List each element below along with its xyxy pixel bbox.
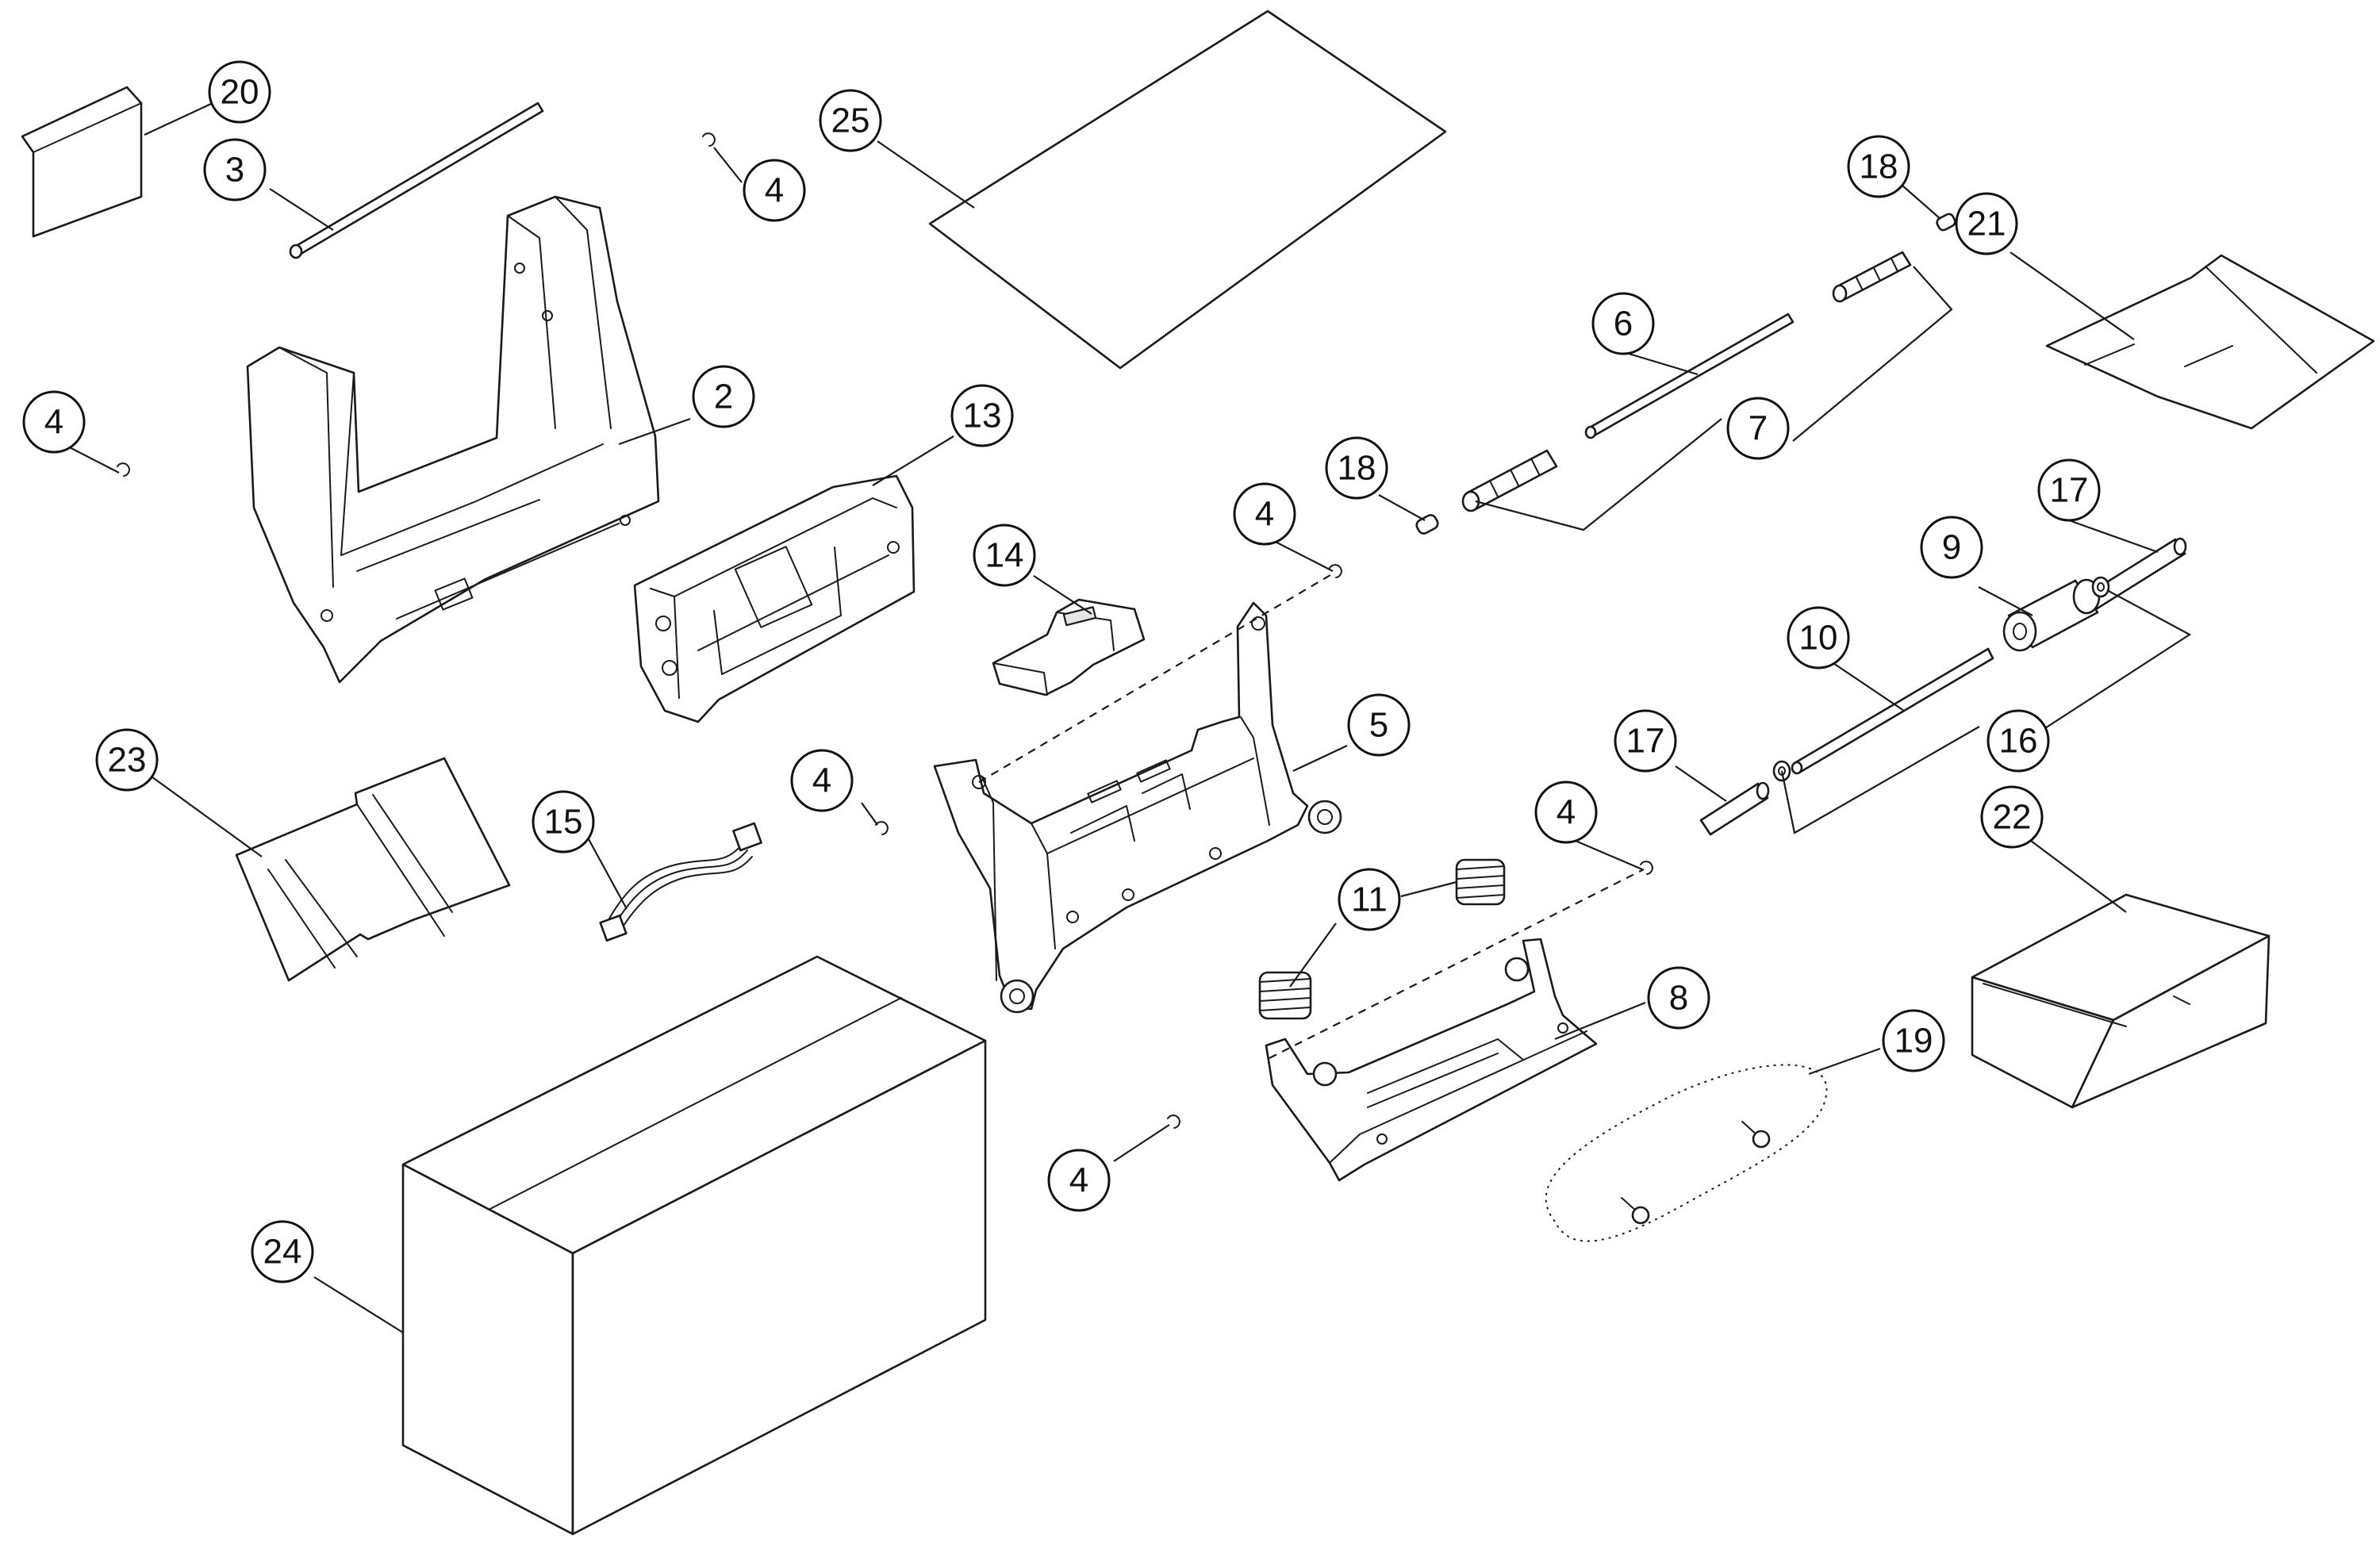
part-8-base-plate bbox=[1265, 938, 1598, 1182]
callout-bubble: 20 bbox=[208, 60, 271, 124]
callout-bubble: 17 bbox=[1614, 709, 1677, 773]
callout-bubble: 5 bbox=[1347, 693, 1411, 757]
part-11-spring-left bbox=[1258, 971, 1312, 1020]
part-7-roller-upper bbox=[1832, 251, 1912, 303]
callout-bubble: 14 bbox=[973, 524, 1036, 587]
part-19-screws bbox=[1545, 1064, 1828, 1242]
callout-bubble: 22 bbox=[1980, 785, 2044, 849]
callout-number: 8 bbox=[1669, 979, 1688, 1018]
callout-bubble: 18 bbox=[1325, 436, 1388, 500]
part-14-block bbox=[992, 598, 1146, 696]
callout-number: 23 bbox=[108, 741, 147, 780]
assembly-lines bbox=[978, 572, 1645, 1059]
callout-bubble: 4 bbox=[743, 159, 806, 222]
callout-number: 10 bbox=[1799, 619, 1838, 658]
callout-bubble: 4 bbox=[790, 749, 854, 812]
callout-number: 15 bbox=[544, 803, 583, 842]
part-3-shaft bbox=[289, 102, 544, 259]
callout-number: 7 bbox=[1749, 409, 1768, 448]
callout-bubble: 19 bbox=[1882, 1009, 1945, 1072]
part-20-plate bbox=[21, 86, 143, 238]
callout-number: 4 bbox=[44, 403, 63, 442]
part-6-shaft bbox=[1584, 313, 1795, 439]
callout-number: 21 bbox=[1967, 205, 2006, 244]
callout-number: 24 bbox=[263, 1233, 302, 1272]
part-24-box bbox=[401, 955, 987, 1536]
part-4-clip-bottom bbox=[1167, 1114, 1180, 1129]
part-4-clip-mid bbox=[1329, 564, 1342, 578]
part-9-roller bbox=[2002, 578, 2101, 652]
callout-bubble: 3 bbox=[203, 138, 267, 201]
callout-bubble: 17 bbox=[2037, 458, 2101, 522]
callout-bubble: 7 bbox=[1726, 397, 1790, 460]
part-17-sleeve-right bbox=[2085, 537, 2187, 611]
part-23-insert bbox=[235, 757, 511, 982]
part-2-frame bbox=[246, 195, 660, 684]
callout-bubble: 13 bbox=[950, 384, 1014, 447]
callout-number: 20 bbox=[221, 73, 259, 112]
callout-number: 4 bbox=[1557, 793, 1576, 832]
callout-bubble: 4 bbox=[1233, 482, 1296, 546]
callout-number: 13 bbox=[963, 397, 1002, 435]
callout-number: 14 bbox=[985, 536, 1024, 575]
callout-bubble: 18 bbox=[1847, 135, 1910, 198]
callout-bubble: 4 bbox=[1047, 1149, 1111, 1212]
callout-bubble: 15 bbox=[532, 790, 595, 853]
callout-bubble: 4 bbox=[22, 390, 86, 454]
part-13-carriage bbox=[633, 474, 916, 723]
part-4-clip-right bbox=[1640, 861, 1653, 875]
callout-number: 17 bbox=[2050, 471, 2089, 510]
callout-bubble: 24 bbox=[251, 1220, 314, 1283]
callout-number: 6 bbox=[1614, 305, 1633, 343]
part-10-shaft bbox=[1791, 647, 1994, 775]
callout-bubble: 4 bbox=[1534, 781, 1598, 844]
callout-number: 9 bbox=[1942, 528, 1961, 567]
callout-bubble: 11 bbox=[1338, 868, 1401, 931]
part-22-box bbox=[1971, 893, 2271, 1109]
callout-number: 3 bbox=[225, 151, 244, 190]
callout-number: 16 bbox=[1999, 722, 2038, 761]
callout-number: 4 bbox=[765, 171, 784, 210]
callout-bubble: 9 bbox=[1920, 516, 1983, 579]
part-17-sleeve-left bbox=[1699, 781, 1770, 836]
callout-bubble: 8 bbox=[1647, 966, 1710, 1030]
callout-number: 18 bbox=[1860, 148, 1898, 186]
part-11-spring-right bbox=[1455, 858, 1506, 906]
callout-bubble: 2 bbox=[692, 365, 755, 428]
part-4-clip-top bbox=[702, 132, 716, 147]
part-5-bracket bbox=[933, 601, 1342, 1014]
part-21-sheet bbox=[2045, 254, 2375, 430]
callout-bubble: 25 bbox=[819, 89, 882, 152]
part-4-clip-left bbox=[117, 462, 130, 477]
callout-number: 19 bbox=[1894, 1022, 1933, 1061]
callout-number: 4 bbox=[1255, 495, 1274, 534]
callout-number: 5 bbox=[1369, 706, 1388, 745]
part-18-pin-upper bbox=[1936, 213, 1956, 232]
callout-number: 4 bbox=[1069, 1161, 1088, 1200]
callout-number: 25 bbox=[831, 102, 870, 140]
callout-number: 17 bbox=[1626, 722, 1665, 761]
callout-number: 18 bbox=[1338, 449, 1376, 488]
callout-number: 2 bbox=[714, 378, 733, 416]
callout-number: 11 bbox=[1351, 880, 1388, 919]
callout-bubble: 23 bbox=[95, 728, 159, 792]
callout-bubble: 21 bbox=[1955, 192, 2018, 255]
callout-number: 4 bbox=[812, 761, 831, 800]
part-7-roller-lower bbox=[1461, 449, 1558, 512]
part-25-sheet bbox=[928, 10, 1447, 370]
part-4-clip-center bbox=[875, 821, 889, 835]
part-15-cable bbox=[599, 822, 762, 942]
part-16-washer-right bbox=[2091, 576, 2110, 598]
callout-bubble: 16 bbox=[1987, 709, 2050, 773]
callout-bubble: 6 bbox=[1591, 292, 1655, 355]
callout-bubble: 10 bbox=[1787, 606, 1850, 669]
callout-number: 22 bbox=[1993, 798, 2032, 837]
